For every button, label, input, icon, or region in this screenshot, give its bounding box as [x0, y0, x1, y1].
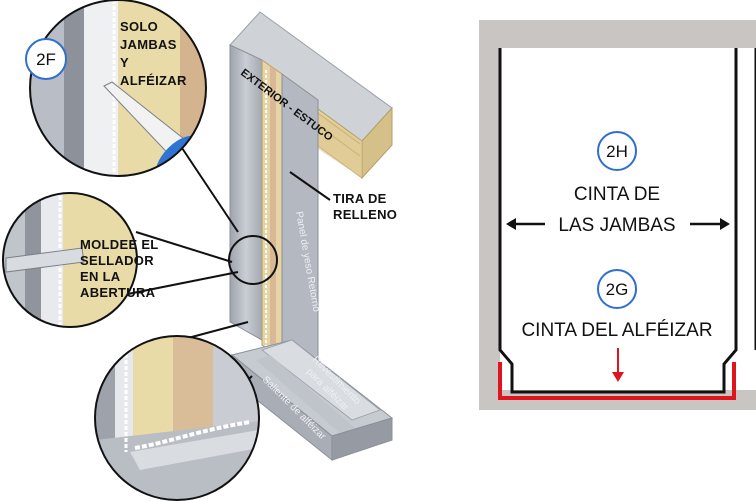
badge-2h: 2H [597, 131, 637, 171]
callout-abertura: ABERTURA [80, 285, 156, 300]
jamb-tape-label-2: LAS JAMBAS [558, 215, 675, 236]
magnifier-tool-sealant: MOLDEE EL SELLADOR EN LA ABERTURA [2, 192, 159, 328]
callout-alfeizar: ALFÉIZAR [120, 73, 187, 88]
panel-opening [500, 48, 756, 390]
badge-2g: 2G [597, 269, 637, 309]
callout-moldee: MOLDEE EL [80, 237, 159, 252]
jamb-arrows [506, 218, 730, 230]
callout-en-la: EN LA [80, 269, 121, 284]
badge-2f: 2F [25, 38, 67, 80]
magnifier-jambs-sill: 2F SOLO JAMBAS Y ALFÉIZAR [25, 0, 207, 177]
sill-tape-red [498, 362, 736, 400]
filler-strip-callout-1: TIRA DE [333, 191, 387, 206]
filler-strip-leader [289, 171, 331, 201]
callout-solo: SOLO [120, 19, 158, 34]
callout-jambas: JAMBAS [120, 37, 177, 52]
svg-text:2G: 2G [606, 280, 629, 299]
svg-text:2F: 2F [36, 50, 56, 69]
wall-section [229, 11, 394, 462]
sill-tape-arrow [612, 348, 624, 382]
sill-tape-edge [510, 368, 726, 394]
sill-tape-label: CINTA DEL ALFÉIZAR [521, 320, 712, 341]
filler-strip-callout-2: RELLENO [333, 207, 397, 222]
tape-panel: 2H CINTA DE LAS JAMBAS 2G CINTA DEL ALFÉ… [479, 20, 756, 410]
callout-y: Y [120, 55, 129, 70]
svg-text:2H: 2H [606, 142, 628, 161]
callout-sellador: SELLADOR [80, 253, 154, 268]
jamb-tape-label-1: CINTA DE [574, 184, 660, 205]
